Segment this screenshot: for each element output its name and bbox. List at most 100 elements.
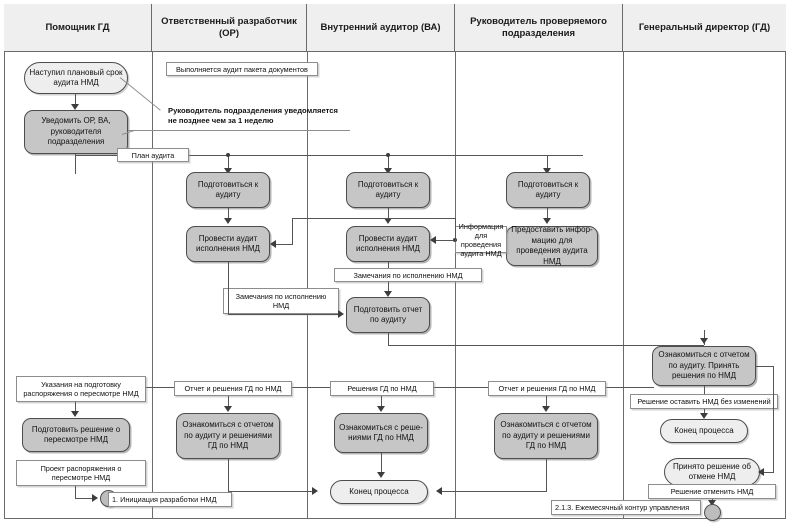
lane-label: Внутренний аудитор (ВА) — [320, 21, 441, 33]
junction-dot — [226, 153, 230, 157]
end-node-monthly-loop[interactable] — [704, 504, 721, 521]
arrowhead-right — [338, 310, 344, 318]
arrowhead-down — [700, 338, 708, 344]
connector-gd-to-keep-note — [704, 386, 705, 394]
note-label: Указания на подготовку распоряжения о пе… — [23, 380, 139, 398]
activity-label: Принято решение об отмене НМД — [672, 461, 752, 482]
activity-label: Провести аудит исполнения НМД — [356, 233, 420, 254]
note-audit-plan: План аудита — [117, 148, 189, 162]
note-label: Замечания по исполнению НМД — [235, 292, 327, 310]
activity-label: Ознакомиться с реше-ниями ГД по НМД — [339, 422, 423, 443]
arrowhead-right — [92, 494, 98, 502]
connector-report-to-gd — [388, 345, 704, 346]
activity-review-head[interactable]: Ознакомиться с отчетом по аудиту и решен… — [494, 413, 598, 459]
note-label: 1. Инициация разработки НМД — [112, 495, 217, 504]
activity-review-va[interactable]: Ознакомиться с реше-ниями ГД по НМД — [334, 413, 428, 453]
activity-label: Конец процесса — [674, 425, 734, 435]
lane-label: Генеральный директор (ГД) — [638, 21, 771, 33]
lane-header-vnutrennii-auditor: Внутренний аудитор (ВА) — [307, 4, 455, 52]
note-draft-order: Проект распоряжения о пересмотре НМД — [16, 460, 146, 486]
connector-or-to-report-va — [228, 314, 340, 315]
activity-prepare-audit-head[interactable]: Подготовиться к аудиту — [506, 172, 590, 208]
arrowhead-down — [700, 413, 708, 419]
junction-dot — [386, 153, 390, 157]
connector-review-head-to-end — [440, 491, 547, 492]
activity-label: Предоставить инфор-мацию для проведения … — [511, 225, 593, 266]
activity-review-report-gd[interactable]: Ознакомиться с отчетом по аудиту. Принят… — [652, 346, 756, 386]
activity-prepare-audit-va[interactable]: Подготовиться к аудиту — [346, 172, 430, 208]
arrowhead-down — [224, 218, 232, 224]
note-cancel-nmd: Решение отменить НМД — [648, 484, 776, 499]
connector-notify-down — [75, 154, 76, 174]
annotation-head-notified: Руководитель подразделения уведомляется … — [168, 106, 398, 126]
annotation-line-2: не позднее чем за 1 неделю — [168, 116, 274, 125]
note-remarks-va: Замечания по исполнению НМД — [334, 268, 482, 282]
connector-conduct-or-down — [228, 262, 229, 314]
note-label: Решения ГД по НМД — [347, 384, 417, 393]
activity-notify-or-va-head[interactable]: Уведомить ОР, ВА, руководителя подраздел… — [24, 110, 128, 154]
connector-gd-loop-out — [756, 366, 774, 367]
connector-info-to-or-in — [274, 244, 293, 245]
annotation-line-1: Руководитель подразделения уведомляется — [168, 106, 338, 115]
connector-instructions-to-decision — [75, 402, 76, 414]
connector-conduct-to-note-va — [388, 262, 389, 268]
activity-prepare-report-va[interactable]: Подготовить отчет по аудиту — [346, 297, 430, 333]
arrowhead-down — [708, 500, 716, 506]
activity-decision-cancel-nmd[interactable]: Принято решение об отмене НМД — [664, 458, 760, 486]
lane-divider-4 — [623, 52, 624, 519]
activity-label: Ознакомиться с отчетом по аудиту. Принят… — [658, 350, 750, 381]
leader-line-head-notified — [128, 130, 350, 131]
lane-label: Ответственный разработчик (ОР) — [161, 15, 297, 39]
activity-review-or[interactable]: Ознакомиться с отчетом по аудиту и решен… — [176, 413, 280, 459]
activity-label: Подготовить решение о пересмотре НМД — [31, 424, 121, 445]
lane-divider-1 — [152, 52, 153, 519]
activity-start-event[interactable]: Наступил плановый срок аудита НМД — [24, 62, 128, 94]
arrowhead-down — [384, 168, 392, 174]
activity-label: Подготовиться к аудиту — [357, 179, 419, 200]
activity-label: Подготовиться к аудиту — [197, 179, 259, 200]
connector-prepare-to-provide-head — [547, 208, 548, 220]
arrowhead-left — [436, 487, 442, 495]
note-label: Решение оставить НМД без изменений — [637, 397, 771, 406]
arrowhead-down — [224, 168, 232, 174]
connector-info-to-or-top — [292, 218, 456, 219]
connector-bus-to-prepare-or — [228, 155, 229, 171]
note-link-monthly: 2.1.3. Ежемесячный контур управления — [551, 500, 701, 515]
arrowhead-down — [542, 406, 550, 412]
connector-info-to-or-drop — [292, 218, 293, 244]
activity-label: Подготовить отчет по аудиту — [353, 304, 423, 325]
note-label: Решение отменить НМД — [670, 487, 754, 496]
connector-review-va-to-end — [381, 453, 382, 475]
arrowhead-down — [543, 218, 551, 224]
connector-draft-to-end-h — [75, 498, 95, 499]
lane-header-otvetstvennyi-razrabotchik: Ответственный разработчик (ОР) — [152, 4, 307, 52]
activity-end-process-gd[interactable]: Конец процесса — [660, 419, 748, 443]
activity-label: Ознакомиться с отчетом по аудиту и решен… — [500, 420, 592, 451]
connector-gd-loop-down — [773, 366, 774, 472]
activity-conduct-audit-or[interactable]: Провести аудит исполнения НМД — [186, 226, 270, 262]
activity-conduct-audit-va[interactable]: Провести аудит исполнения НМД — [346, 226, 430, 262]
arrowhead-right — [312, 487, 318, 495]
connector-report-down — [388, 333, 389, 345]
arrowhead-down — [543, 168, 551, 174]
note-remarks-or: Замечания по исполнению НМД — [223, 288, 339, 314]
arrowhead-left — [430, 236, 436, 244]
connector-bus-to-prepare-head — [547, 155, 548, 171]
activity-prepare-revision-decision[interactable]: Подготовить решение о пересмотре НМД — [22, 418, 130, 452]
connector-review-or-down — [228, 459, 229, 491]
note-label: 2.1.3. Ежемесячный контур управления — [555, 503, 690, 512]
note-label: Выполняется аудит пакета документов — [176, 64, 308, 74]
arrowhead-down — [384, 218, 392, 224]
connector-review-head-down — [546, 459, 547, 491]
arrowhead-down — [71, 104, 79, 110]
note-label: План аудита — [131, 150, 175, 160]
activity-end-process-main[interactable]: Конец процесса — [330, 480, 428, 504]
activity-prepare-audit-or[interactable]: Подготовиться к аудиту — [186, 172, 270, 208]
activity-provide-info-head[interactable]: Предоставить инфор-мацию для проведения … — [506, 225, 598, 266]
lane-divider-2 — [307, 52, 308, 519]
connector-note-to-review-head — [546, 396, 547, 408]
note-decisions-va: Решения ГД по НМД — [330, 381, 434, 396]
note-label: Отчет и решения ГД по НМД — [184, 384, 282, 393]
note-label: Отчет и решения ГД по НМД — [498, 384, 596, 393]
